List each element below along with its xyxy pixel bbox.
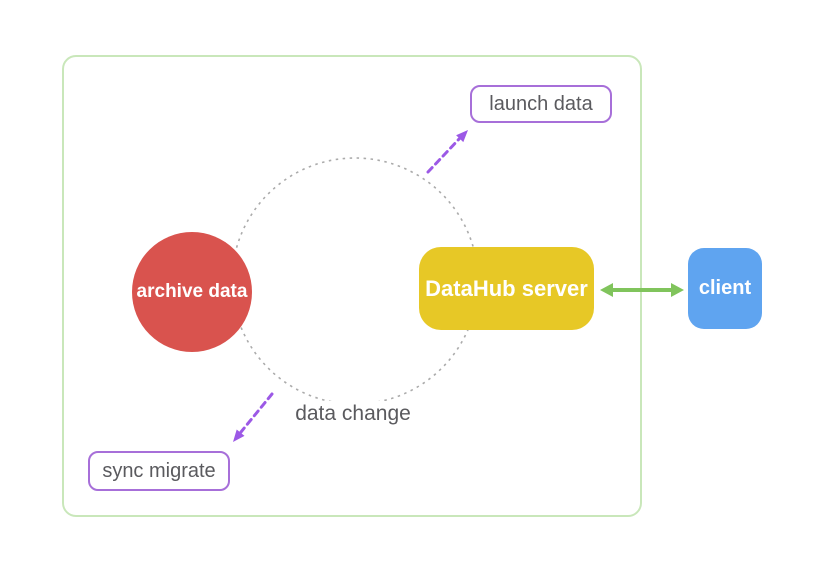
node-archive-data: archive data (132, 232, 252, 352)
box-launch-data: launch data (470, 85, 612, 123)
arrow-to-sync-migrate (233, 392, 274, 442)
box-sync-migrate: sync migrate (88, 451, 230, 491)
node-client-label: client (698, 277, 752, 299)
node-datahub-server: DataHub server (419, 247, 594, 330)
box-launch-data-label: launch data (489, 92, 593, 115)
node-client: client (688, 248, 762, 329)
server-client-arrow (600, 283, 684, 297)
node-archive-data-label: archive data (136, 281, 248, 302)
frame-border (62, 55, 642, 517)
arrow-to-launch-data (426, 130, 468, 174)
node-datahub-server-label: DataHub server (425, 275, 588, 301)
data-change-label: data change (288, 401, 418, 426)
box-sync-migrate-label: sync migrate (102, 459, 216, 482)
